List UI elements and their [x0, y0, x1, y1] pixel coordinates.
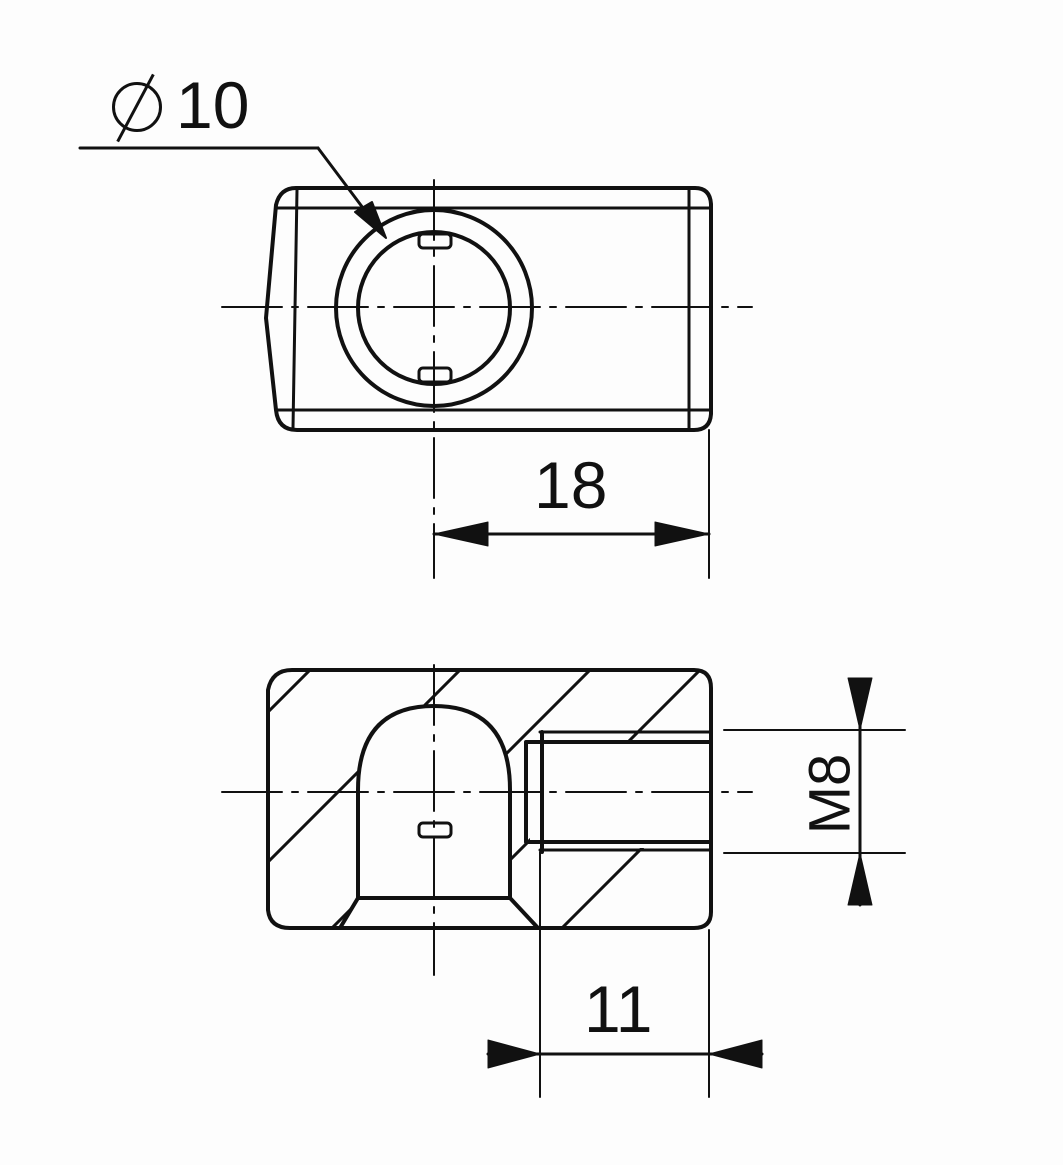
section-view — [221, 664, 906, 1098]
diameter-dimension-label: 10 — [108, 72, 249, 138]
length-11-label: 11 — [584, 972, 653, 1046]
thread-m8-label: M8 — [797, 753, 863, 835]
length-18-label: 18 — [534, 448, 608, 522]
diameter-value: 10 — [176, 68, 250, 142]
top-view — [78, 146, 753, 579]
diameter-symbol-icon — [108, 76, 164, 132]
